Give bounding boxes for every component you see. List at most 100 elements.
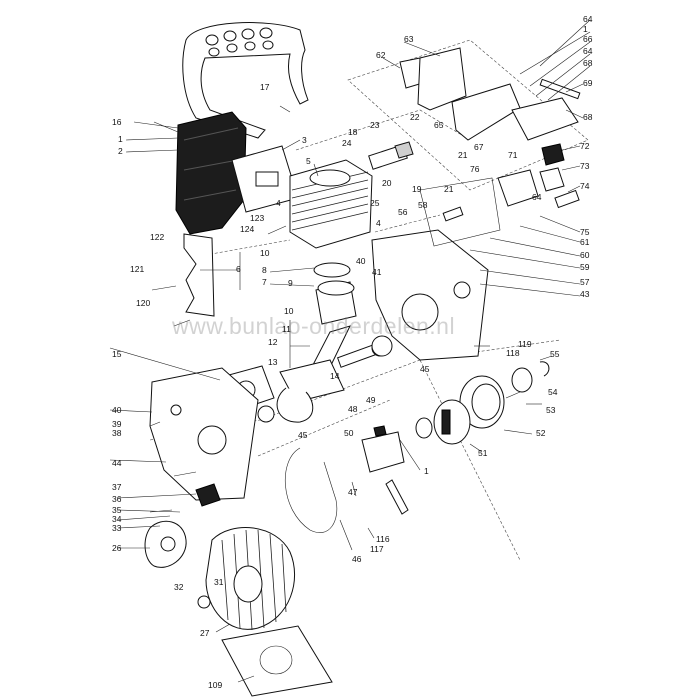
callout-21a: 21 xyxy=(458,150,468,160)
callout-62: 62 xyxy=(376,50,386,60)
callout-33: 33 xyxy=(112,523,122,533)
callout-66: 66 xyxy=(583,34,593,44)
part-clutch-drum-52 xyxy=(459,375,505,429)
callout-117: 117 xyxy=(370,544,384,554)
callout-47: 47 xyxy=(348,487,358,497)
callout-6: 6 xyxy=(236,264,241,274)
callout-40a: 40 xyxy=(356,256,366,266)
part-flywheel-27 xyxy=(205,527,296,631)
callout-17: 17 xyxy=(260,82,270,92)
callout-53: 53 xyxy=(546,405,556,415)
part-gasket-3 xyxy=(231,145,299,213)
part-crankcase-right xyxy=(371,229,489,361)
callout-67: 67 xyxy=(474,142,484,152)
callout-14: 14 xyxy=(330,371,340,381)
callout-15: 15 xyxy=(112,349,122,359)
callout-48: 48 xyxy=(348,404,358,414)
callout-37: 37 xyxy=(112,482,122,492)
callout-1c: 1 xyxy=(424,466,429,476)
part-bolts xyxy=(149,105,319,513)
part-air-filter-62-63 xyxy=(399,47,467,111)
callout-21b: 21 xyxy=(444,184,454,194)
callout-10b: 10 xyxy=(284,306,294,316)
part-brake-band xyxy=(419,177,501,247)
callout-51: 51 xyxy=(478,448,488,458)
callout-1a: 1 xyxy=(583,24,588,34)
callout-56: 56 xyxy=(398,207,408,217)
callout-10a: 10 xyxy=(260,248,270,258)
part-sprocket-53-54 xyxy=(511,361,550,393)
part-intake-manifold xyxy=(368,141,414,170)
callout-38: 38 xyxy=(112,428,122,438)
callout-19: 19 xyxy=(412,184,422,194)
part-cylinder xyxy=(289,159,373,249)
callout-69: 69 xyxy=(583,78,593,88)
part-oil-hose-47 xyxy=(385,479,409,515)
callout-labels: 64 1 66 64 68 63 62 69 68 16 17 65 1 2 3… xyxy=(112,14,593,690)
callout-116: 116 xyxy=(376,534,390,544)
part-clutch-51 xyxy=(433,399,471,445)
callout-5: 5 xyxy=(306,156,311,166)
part-crankcase-left xyxy=(149,367,259,501)
callout-12: 12 xyxy=(268,337,278,347)
callout-7: 7 xyxy=(262,277,267,287)
callout-119: 119 xyxy=(518,339,532,349)
part-spring-36 xyxy=(195,483,221,507)
callout-1b: 1 xyxy=(118,134,123,144)
part-muffler xyxy=(175,111,247,235)
callout-22: 22 xyxy=(410,112,420,122)
callout-13: 13 xyxy=(268,357,278,367)
callout-31: 31 xyxy=(214,577,224,587)
callout-55: 55 xyxy=(550,349,560,359)
callout-109: 109 xyxy=(208,680,222,690)
part-nut-31-32 xyxy=(197,595,211,609)
callout-16: 16 xyxy=(112,117,122,127)
part-handle xyxy=(182,22,309,139)
part-intake-boot-71 xyxy=(511,97,579,192)
callout-57: 57 xyxy=(580,277,590,287)
callout-32: 32 xyxy=(174,582,184,592)
part-stator-26 xyxy=(144,520,187,568)
callout-3: 3 xyxy=(302,135,307,145)
part-chain-guide xyxy=(284,447,338,533)
callout-46: 46 xyxy=(352,554,362,564)
callout-122: 122 xyxy=(150,232,164,242)
callout-72: 72 xyxy=(580,141,590,151)
callout-50: 50 xyxy=(344,428,354,438)
callout-leader-lines xyxy=(109,19,591,683)
callout-120: 120 xyxy=(136,298,150,308)
callout-20: 20 xyxy=(382,178,392,188)
callout-59: 59 xyxy=(580,262,590,272)
callout-43: 43 xyxy=(580,289,590,299)
callout-9: 9 xyxy=(288,278,293,288)
callout-64b: 64 xyxy=(583,46,593,56)
part-gasket-109 xyxy=(221,625,333,697)
part-deflector-122 xyxy=(183,233,215,317)
part-bearing-45 xyxy=(257,335,393,423)
callout-63: 63 xyxy=(404,34,414,44)
callout-35: 35 xyxy=(112,505,122,515)
callout-4b: 4 xyxy=(376,218,381,228)
callout-64a: 64 xyxy=(583,14,593,24)
callout-74: 74 xyxy=(580,181,590,191)
callout-121: 121 xyxy=(130,264,144,274)
callout-68a: 68 xyxy=(583,58,593,68)
callout-2: 2 xyxy=(118,146,123,156)
callout-65: 65 xyxy=(434,120,444,130)
callout-75: 75 xyxy=(580,227,590,237)
callout-123: 123 xyxy=(250,213,264,223)
callout-27: 27 xyxy=(200,628,210,638)
callout-60: 60 xyxy=(580,250,590,260)
callout-76: 76 xyxy=(470,164,480,174)
callout-73: 73 xyxy=(580,161,590,171)
callout-118: 118 xyxy=(506,348,520,358)
callout-54: 54 xyxy=(548,387,558,397)
callout-24: 24 xyxy=(342,138,352,148)
callout-36: 36 xyxy=(112,494,122,504)
callout-4a: 4 xyxy=(276,198,281,208)
callout-49: 49 xyxy=(366,395,376,405)
part-washer-49 xyxy=(415,417,433,439)
callout-41: 41 xyxy=(372,267,382,277)
part-rear-handle-bar-69 xyxy=(539,78,581,100)
